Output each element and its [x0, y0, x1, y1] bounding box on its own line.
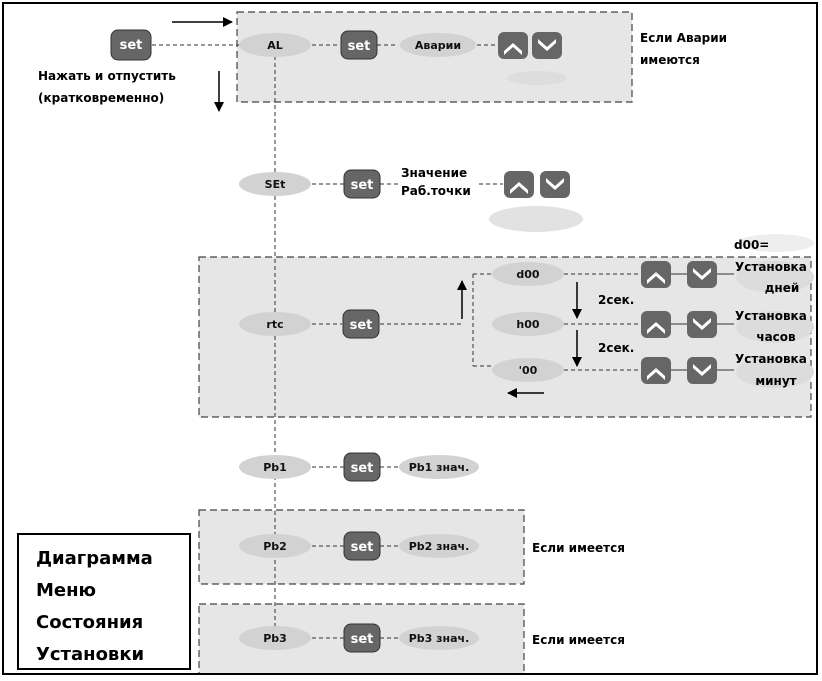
start-instruction: Нажать и отпустить — [38, 69, 176, 83]
chevron-down-icon — [693, 364, 711, 376]
alarm-up-button[interactable] — [498, 32, 528, 59]
pb1-set-button[interactable]: set — [343, 452, 381, 482]
svg-text:'00: '00 — [519, 364, 538, 377]
pb3-set-button[interactable]: set — [343, 623, 381, 653]
rtc-days-label: Установка — [735, 260, 807, 274]
start-instruction-2: (кратковременно) — [38, 91, 164, 105]
rtc-top-label: d00= — [734, 238, 769, 252]
faint-oval — [738, 234, 814, 252]
pb2-value-oval: Pb2 знач. — [399, 534, 479, 558]
setpoint-value-2: Раб.точки — [401, 184, 471, 198]
menu-diagram: set Нажать и отпустить (кратковременно) … — [17, 11, 814, 673]
rtc-hours-oval: h00 — [492, 312, 564, 336]
pb2-set-button[interactable]: set — [343, 531, 381, 561]
start-set-button[interactable]: set — [110, 29, 152, 61]
pb1-code-oval: Pb1 — [239, 455, 311, 479]
rtc-minutes-oval: '00 — [492, 358, 564, 382]
chevron-up-icon — [510, 182, 528, 194]
svg-text:set: set — [351, 632, 374, 647]
alarm-note-2: имеются — [640, 53, 700, 67]
setpoint-value: Значение — [401, 166, 467, 180]
svg-text:h00: h00 — [516, 318, 539, 331]
rtc-days-label-oval — [736, 261, 814, 293]
rtc-hours-down-button[interactable] — [687, 311, 717, 338]
svg-text:Аварии: Аварии — [415, 39, 461, 52]
svg-text:d00: d00 — [516, 268, 540, 281]
legend-line-3: Состояния — [36, 612, 143, 633]
alarm-value-oval: Аварии — [400, 33, 476, 57]
alarm-note: Если Аварии — [640, 31, 727, 45]
rtc-set-button[interactable]: set — [342, 309, 380, 339]
rtc-days-up-button[interactable] — [641, 261, 671, 288]
faint-oval — [507, 71, 567, 85]
legend-line-4: Установки — [36, 644, 144, 665]
alarm-group-box — [236, 11, 633, 103]
rtc-code-oval: rtc — [239, 312, 311, 336]
setpoint-down-button[interactable] — [540, 171, 570, 198]
rtc-minutes-label-oval — [736, 356, 814, 388]
setpoint-up-button[interactable] — [504, 171, 534, 198]
svg-text:set: set — [351, 540, 374, 555]
rtc-delay-1: 2сек. — [598, 293, 634, 307]
legend-line: Диаграмма — [36, 548, 153, 569]
chevron-down-icon — [546, 178, 564, 190]
svg-text:Pb2 знач.: Pb2 знач. — [409, 540, 470, 553]
svg-text:Pb3: Pb3 — [263, 632, 287, 645]
rtc-minutes-label-2: минут — [755, 374, 796, 388]
flow-arrows — [172, 17, 582, 398]
alarm-set-button[interactable]: set — [340, 30, 378, 60]
svg-text:set: set — [351, 461, 374, 476]
chevron-up-icon — [647, 322, 665, 334]
rtc-days-label-2: дней — [765, 281, 800, 295]
setpoint-set-button[interactable]: set — [343, 169, 381, 199]
alarm-code-oval: AL — [239, 33, 311, 57]
pb3-code-oval: Pb3 — [239, 626, 311, 650]
connectors — [152, 44, 639, 639]
rtc-minutes-down-button[interactable] — [687, 357, 717, 384]
svg-text:Pb1: Pb1 — [263, 461, 287, 474]
pb3-value-oval: Pb3 знач. — [399, 626, 479, 650]
chevron-up-icon — [504, 43, 522, 55]
setpoint-code-oval: SEt — [239, 172, 311, 196]
rtc-hours-label: Установка — [735, 309, 807, 323]
svg-text:set: set — [348, 39, 371, 54]
pb2-note: Если имеется — [532, 541, 625, 555]
pb3-note: Если имеется — [532, 633, 625, 647]
chevron-down-icon — [693, 318, 711, 330]
set-label: set — [120, 38, 143, 53]
pb1-value-oval: Pb1 знач. — [399, 455, 479, 479]
chevron-up-icon — [647, 368, 665, 380]
chevron-down-icon — [693, 268, 711, 280]
rtc-minutes-label: Установка — [735, 352, 807, 366]
legend-box: Диаграмма — [17, 533, 191, 670]
svg-text:set: set — [351, 178, 374, 193]
rtc-delay-2: 2сек. — [598, 341, 634, 355]
legend-line-2: Меню — [36, 580, 96, 601]
rtc-hours-label-2: часов — [756, 330, 796, 344]
chevron-down-icon — [538, 39, 556, 51]
rtc-hours-up-button[interactable] — [641, 311, 671, 338]
svg-text:AL: AL — [267, 39, 283, 52]
pb2-code-oval: Pb2 — [239, 534, 311, 558]
alarm-down-button[interactable] — [532, 32, 562, 59]
chevron-up-icon — [647, 272, 665, 284]
rtc-days-oval: d00 — [492, 262, 564, 286]
rtc-days-down-button[interactable] — [687, 261, 717, 288]
faint-oval — [489, 206, 583, 232]
svg-text:rtc: rtc — [266, 318, 283, 331]
svg-text:Pb3 знач.: Pb3 знач. — [409, 632, 470, 645]
svg-text:Pb2: Pb2 — [263, 540, 287, 553]
svg-text:Pb1 знач.: Pb1 знач. — [409, 461, 470, 474]
svg-text:SEt: SEt — [265, 178, 286, 191]
rtc-minutes-up-button[interactable] — [641, 357, 671, 384]
svg-text:set: set — [350, 318, 373, 333]
rtc-hours-label-oval — [736, 311, 814, 343]
